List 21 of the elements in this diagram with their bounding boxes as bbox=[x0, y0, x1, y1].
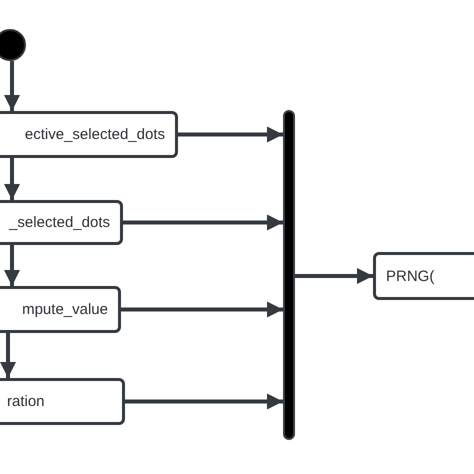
activity-label: mpute_value bbox=[22, 301, 108, 318]
arrow bbox=[0, 333, 16, 378]
activity-label: ective_selected_dots bbox=[24, 126, 165, 143]
arrow bbox=[4, 245, 20, 286]
arrow bbox=[178, 126, 283, 142]
fork-bar bbox=[283, 110, 295, 440]
arrow bbox=[4, 61, 20, 111]
arrow bbox=[125, 394, 283, 410]
start-node bbox=[0, 29, 26, 61]
activity-label: _selected_dots bbox=[9, 214, 110, 231]
activity-box bbox=[373, 252, 474, 300]
activity-label: PRNG( bbox=[386, 268, 434, 284]
arrow bbox=[121, 302, 283, 318]
activity-box bbox=[0, 286, 121, 333]
arrow bbox=[295, 268, 373, 284]
activity-box bbox=[0, 200, 123, 245]
activity-label: ration bbox=[7, 393, 45, 410]
activity-box bbox=[0, 111, 178, 158]
arrow bbox=[123, 214, 283, 230]
arrow bbox=[4, 158, 20, 200]
activity-box bbox=[0, 378, 125, 425]
